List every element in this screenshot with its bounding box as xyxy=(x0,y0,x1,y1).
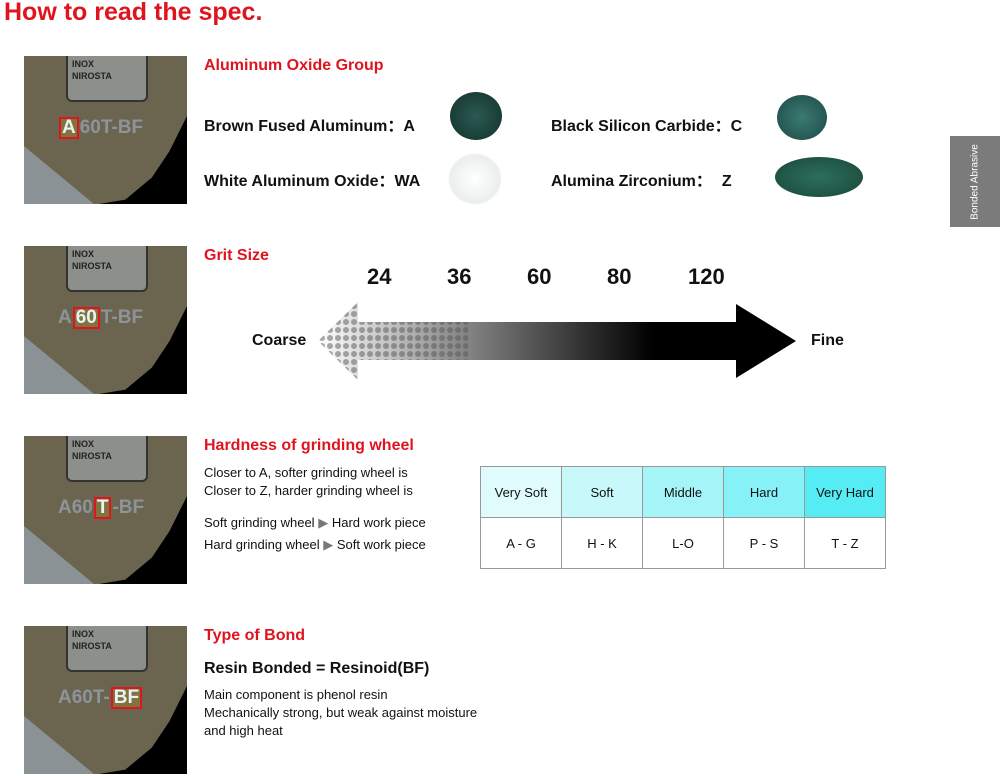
hardness-rule: Hard grinding wheel ▶ Soft work piece xyxy=(204,537,426,552)
range-cell: P - S xyxy=(723,517,805,569)
label-plate: INOX NIROSTA xyxy=(66,246,148,292)
grade-cell: Hard xyxy=(723,466,805,518)
bond-desc-line: Main component is phenol resin xyxy=(204,687,388,702)
grade-cell: Middle xyxy=(642,466,724,518)
grade-cell: Soft xyxy=(561,466,643,518)
grain-sample-brown-fused xyxy=(450,92,502,140)
grit-arrow xyxy=(318,302,796,380)
code-highlight: A xyxy=(59,117,79,139)
plate-line: NIROSTA xyxy=(72,71,112,81)
grade-cell: Very Hard xyxy=(804,466,886,518)
wheel-edge xyxy=(24,336,94,394)
side-tab-label: Bonded Abrasive xyxy=(969,143,981,220)
section-heading-bond: Type of Bond xyxy=(204,627,306,644)
label-plate: INOX NIROSTA xyxy=(66,436,148,482)
grit-value: 24 xyxy=(367,264,392,289)
arrow-right-icon: ▶ xyxy=(323,537,334,552)
page-title: How to read the spec. xyxy=(4,0,263,26)
grit-fine-label: Fine xyxy=(811,332,844,349)
side-tab-bonded-abrasive[interactable]: Bonded Abrasive xyxy=(950,136,1000,227)
grit-value: 80 xyxy=(607,264,632,289)
grain-sample-black-silicon xyxy=(777,95,827,140)
bond-desc-line: and high heat xyxy=(204,723,283,738)
grit-value: 60 xyxy=(527,264,552,289)
code-highlight: BF xyxy=(110,687,143,709)
grain-sample-white-oxide xyxy=(450,155,500,203)
section-heading-abrasive: Aluminum Oxide Group xyxy=(204,57,384,74)
wheel-code: A60T-BF xyxy=(58,687,143,709)
bond-desc-line: Mechanically strong, but weak against mo… xyxy=(204,705,478,720)
plate-line: NIROSTA xyxy=(72,451,112,461)
wheel-photo-bond: INOX NIROSTA A60T-BF xyxy=(24,626,187,774)
wheel-edge xyxy=(24,146,94,204)
plate-line: INOX xyxy=(72,629,95,639)
arrow-right-icon: ▶ xyxy=(318,515,329,530)
code-highlight: T xyxy=(93,497,112,519)
range-cell: L-O xyxy=(642,517,724,569)
grit-coarse-label: Coarse xyxy=(252,332,307,349)
plate-line: NIROSTA xyxy=(72,261,112,271)
section-heading-grit: Grit Size xyxy=(204,247,269,264)
abrasive-white-oxide: White Aluminum Oxide：WA xyxy=(204,173,421,190)
wheel-edge xyxy=(24,526,94,584)
abrasive-black-silicon: Black Silicon Carbide：C xyxy=(551,118,743,135)
bond-subheading: Resin Bonded = Resinoid(BF) xyxy=(204,660,430,677)
grit-value: 120 xyxy=(688,264,725,289)
plate-line: INOX xyxy=(72,249,95,259)
abrasive-alumina-zirconium: Alumina Zirconium：Z xyxy=(551,173,732,190)
code-highlight: 60 xyxy=(72,307,100,329)
grade-cell: Very Soft xyxy=(480,466,562,518)
range-cell: A - G xyxy=(480,517,562,569)
hardness-desc-line: Closer to A, softer grinding wheel is xyxy=(204,465,408,480)
hardness-table: Very Soft Soft Middle Hard Very Hard A -… xyxy=(480,466,886,569)
plate-line: NIROSTA xyxy=(72,641,112,651)
plate-line: INOX xyxy=(72,439,95,449)
label-plate: INOX NIROSTA xyxy=(66,56,148,102)
range-cell: H - K xyxy=(561,517,643,569)
hardness-rule: Soft grinding wheel ▶ Hard work piece xyxy=(204,515,426,530)
label-plate: INOX NIROSTA xyxy=(66,626,148,672)
wheel-edge xyxy=(24,716,94,774)
plate-line: INOX xyxy=(72,59,95,69)
range-cell: T - Z xyxy=(804,517,886,569)
grit-value: 36 xyxy=(447,264,472,289)
abrasive-brown-fused: Brown Fused Aluminum：A xyxy=(204,118,415,135)
section-heading-hardness: Hardness of grinding wheel xyxy=(204,437,414,454)
hardness-desc-line: Closer to Z, harder grinding wheel is xyxy=(204,483,413,498)
grain-sample-alumina-zirconium xyxy=(775,157,863,197)
